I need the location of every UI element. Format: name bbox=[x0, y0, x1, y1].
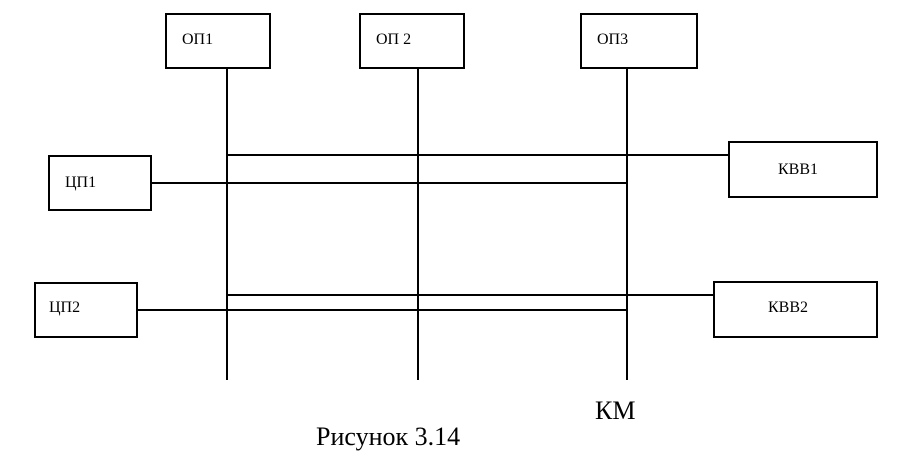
cp2-box: ЦП2 bbox=[34, 282, 138, 338]
kvv2-box: КВВ2 bbox=[713, 281, 878, 338]
kvv1-label: КВВ1 bbox=[778, 161, 819, 178]
cp1-label: ЦП1 bbox=[65, 174, 97, 191]
op2-label: ОП 2 bbox=[376, 31, 412, 48]
op3-box: ОП3 bbox=[580, 13, 698, 69]
kvv2-label: КВВ2 bbox=[768, 299, 809, 316]
figure-caption: Рисунок 3.14 bbox=[316, 422, 461, 451]
kvv1-box: КВВ1 bbox=[728, 141, 878, 198]
cp1-box: ЦП1 bbox=[48, 155, 152, 211]
op3-label: ОП3 bbox=[597, 31, 629, 48]
op1-box: ОП1 bbox=[165, 13, 271, 69]
op1-label: ОП1 bbox=[182, 31, 214, 48]
km-label: КМ bbox=[595, 396, 636, 425]
op2-box: ОП 2 bbox=[359, 13, 465, 69]
cp2-label: ЦП2 bbox=[49, 299, 81, 316]
